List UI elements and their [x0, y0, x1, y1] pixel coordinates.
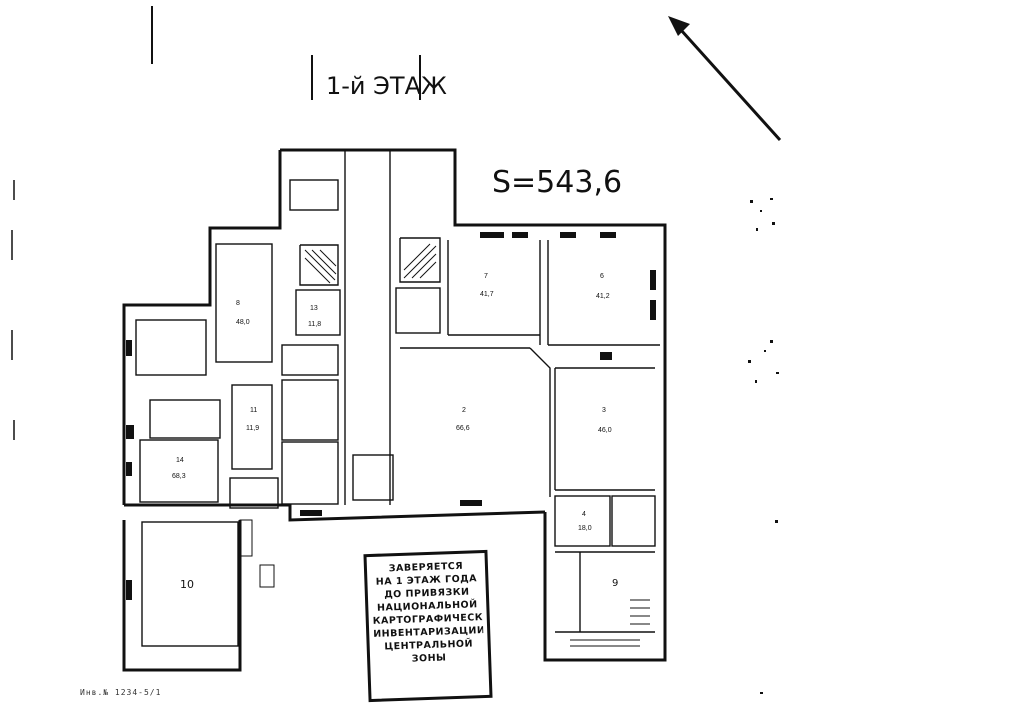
- svg-text:11,8: 11,8: [308, 321, 321, 328]
- scan-noise: [748, 198, 779, 694]
- room-label: 13 11,8: [308, 305, 321, 328]
- room-label: 7 41,7: [480, 273, 494, 298]
- svg-text:66,6: 66,6: [456, 425, 470, 432]
- svg-text:9: 9: [612, 578, 618, 589]
- svg-text:11: 11: [250, 407, 257, 414]
- room-label: 14 68,3: [172, 457, 186, 480]
- svg-text:14: 14: [176, 457, 184, 464]
- svg-text:68,3: 68,3: [172, 473, 186, 480]
- svg-text:3: 3: [602, 407, 606, 414]
- svg-text:7: 7: [484, 273, 488, 280]
- svg-text:41,7: 41,7: [480, 291, 494, 298]
- svg-text:2: 2: [462, 407, 466, 414]
- room-label: 9: [612, 578, 618, 589]
- svg-text:6: 6: [600, 273, 604, 280]
- svg-text:8: 8: [236, 300, 240, 307]
- area-note: S=543,6: [492, 165, 622, 200]
- room-label: 2 66,6: [456, 407, 470, 432]
- staircase-right: [399, 237, 441, 283]
- room-label: 11 11,9: [246, 407, 259, 432]
- room-label: 10: [180, 578, 194, 591]
- svg-text:41,2: 41,2: [596, 293, 610, 300]
- window-marks: [126, 232, 656, 600]
- interior-walls: [135, 150, 660, 647]
- title-box: 1-й ЭТАЖ: [311, 55, 447, 100]
- svg-text:13: 13: [310, 305, 318, 312]
- plan-title: 1-й ЭТАЖ: [326, 72, 447, 100]
- room-labels: 8 48,0 7 41,7 6 41,2 2 66,6 3 46,0 4 18,…: [172, 273, 618, 591]
- room-label: 3 46,0: [598, 407, 612, 434]
- room-label: 6 41,2: [596, 273, 610, 300]
- svg-text:46,0: 46,0: [598, 427, 612, 434]
- staircase-bottom-right: [570, 599, 650, 647]
- room-label: 8 48,0: [236, 300, 250, 326]
- svg-text:18,0: 18,0: [578, 525, 592, 532]
- footer-inventory-number: Инв.№ 1234-5/1: [80, 688, 162, 697]
- staircase-left: [299, 244, 339, 286]
- svg-text:11,9: 11,9: [246, 425, 259, 432]
- room-label: 4 18,0: [578, 511, 592, 532]
- north-arrow-icon: [668, 16, 782, 142]
- svg-text:10: 10: [180, 578, 194, 591]
- svg-text:4: 4: [582, 511, 586, 518]
- svg-text:48,0: 48,0: [236, 319, 250, 326]
- registration-stamp: ЗАВЕРЯЕТСЯ НА 1 ЭТАЖ ГОДА ДО ПРИВЯЗКИ НА…: [363, 549, 493, 703]
- outer-walls: [122, 148, 667, 672]
